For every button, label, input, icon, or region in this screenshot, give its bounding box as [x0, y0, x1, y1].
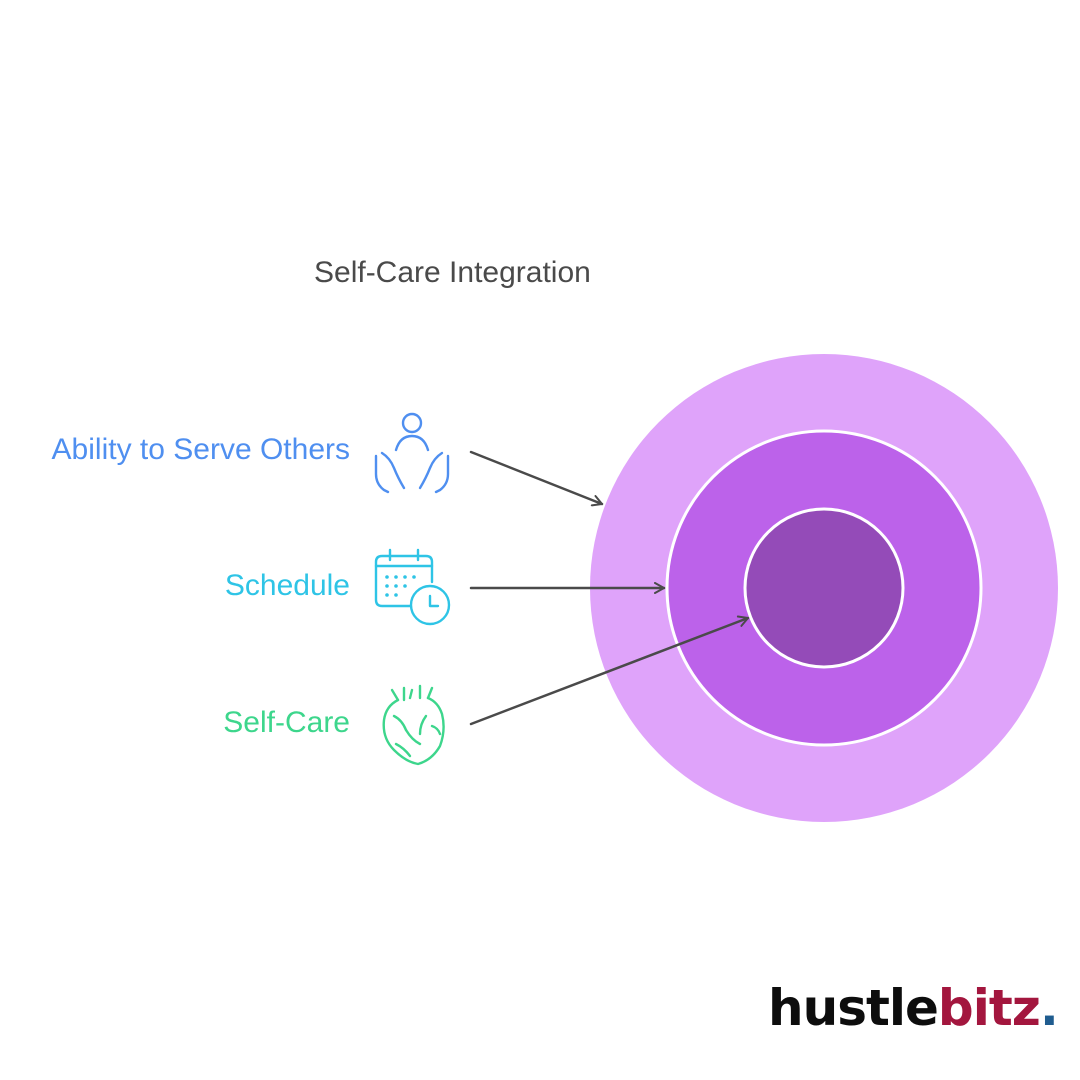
label-self-care: Self-Care — [223, 706, 350, 739]
label-ability-to-serve-others: Ability to Serve Others — [51, 433, 350, 466]
calendar-dots — [385, 575, 416, 597]
arrow-self-care — [469, 615, 750, 726]
arrow-ability-to-serve-others — [469, 450, 604, 507]
heart-anatomy-icon — [382, 684, 445, 766]
label-schedule: Schedule — [224, 569, 350, 602]
hustlebitz-logo: hustlebitz. — [768, 983, 1059, 1033]
inner-ring — [743, 507, 905, 669]
diagram-title: Self-Care Integration — [314, 256, 591, 289]
calendar-clock-icon — [374, 548, 451, 626]
logo-word-bitz: bitz — [937, 979, 1041, 1037]
logo-dot: . — [1039, 979, 1059, 1037]
logo-word-hustle: hustle — [768, 979, 939, 1037]
caring-hands-icon — [374, 412, 450, 494]
